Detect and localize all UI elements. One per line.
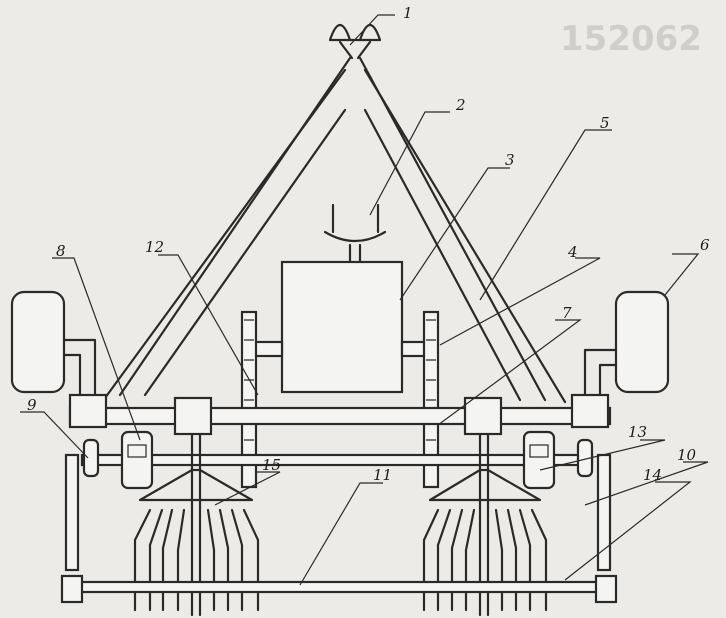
label-15: 15 — [262, 456, 281, 474]
bottom-bar-end-right — [594, 574, 618, 604]
label-10: 10 — [677, 446, 697, 464]
gearbox-shaft-right — [400, 340, 428, 358]
background-number: 152062 — [560, 19, 702, 59]
post-left — [64, 453, 80, 572]
label-4: 4 — [567, 243, 578, 261]
sprocket-left — [82, 438, 100, 478]
label-11: 11 — [373, 466, 392, 484]
label-14: 14 — [643, 466, 662, 484]
bearing-left — [120, 430, 154, 490]
wheel-left — [10, 290, 66, 394]
bearing-box-right — [463, 396, 503, 436]
label-12: 12 — [145, 238, 164, 256]
wheel-mount-left — [68, 393, 108, 429]
label-8: 8 — [56, 242, 66, 260]
bearing-box-left — [173, 396, 213, 436]
label-1: 1 — [403, 4, 413, 22]
bearing-right — [522, 430, 556, 490]
label-3: 3 — [505, 151, 515, 169]
label-13: 13 — [628, 423, 647, 441]
rear-hitch — [323, 203, 387, 264]
bottom-bar — [64, 580, 614, 594]
gearbox-shaft-left — [253, 340, 284, 358]
label-2: 2 — [455, 96, 466, 114]
bottom-bar-end-left — [60, 574, 84, 604]
label-9: 9 — [27, 396, 37, 414]
main-beam — [68, 406, 612, 426]
a-frame — [103, 23, 567, 404]
gearbox — [280, 260, 404, 394]
label-7: 7 — [562, 304, 572, 322]
drive-shaft — [80, 453, 594, 467]
wheel-mount-right — [570, 393, 610, 429]
leader-lines — [20, 14, 709, 586]
wheel-right — [614, 290, 670, 394]
label-6: 6 — [700, 236, 710, 254]
label-5: 5 — [600, 114, 610, 132]
